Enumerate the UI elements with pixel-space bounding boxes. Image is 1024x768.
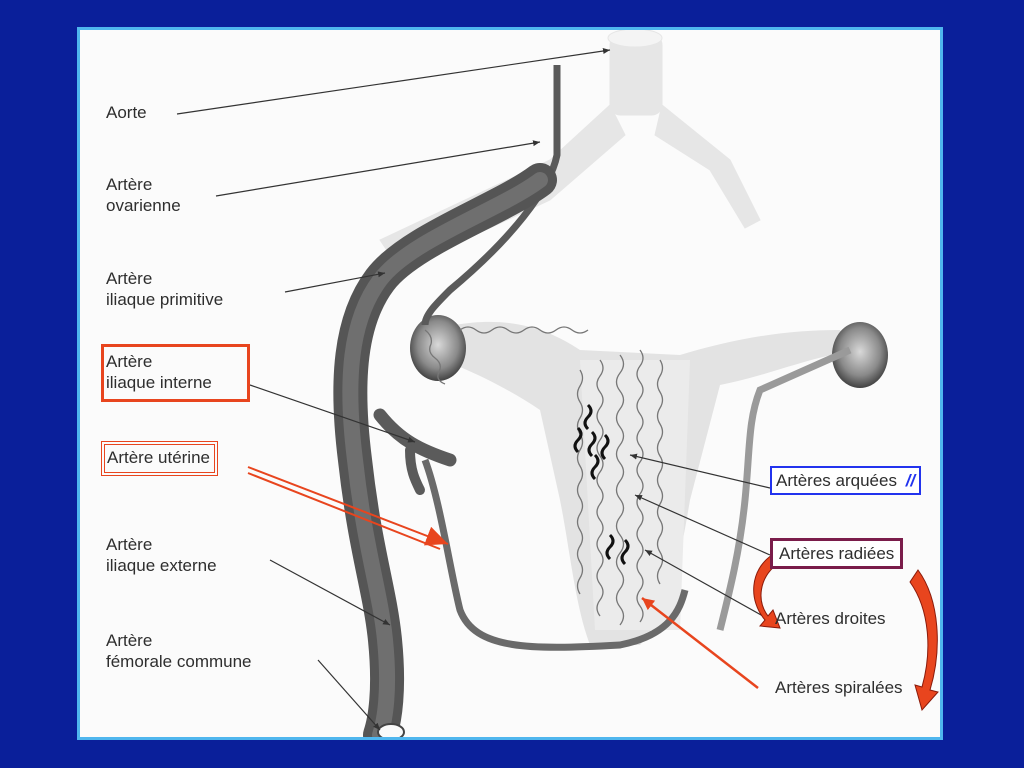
label-droites-text: Artères droites — [775, 608, 886, 629]
diagram-slide: Aorte Artère ovarienne Artère iliaque pr… — [77, 27, 943, 740]
femoral-cut-end — [378, 724, 404, 740]
label-arquees-mark: // — [906, 471, 915, 490]
label-radiees: Artères radiées — [770, 538, 903, 569]
label-iliaque-interne: Artère iliaque interne — [101, 344, 250, 402]
label-iliaque-externe-line2: iliaque externe — [106, 555, 217, 576]
label-iliaque-externe: Artère iliaque externe — [106, 534, 217, 576]
label-spiralees-text: Artères spiralées — [775, 677, 903, 698]
label-spiralees: Artères spiralées — [775, 677, 903, 698]
label-uterine-text: Artère utérine — [107, 447, 210, 468]
label-iliaque-externe-line1: Artère — [106, 534, 217, 555]
label-radiees-text: Artères radiées — [779, 543, 894, 564]
label-femorale-line1: Artère — [106, 630, 252, 651]
label-iliaque-interne-line2: iliaque interne — [106, 372, 241, 393]
label-ovarienne-line1: Artère — [106, 174, 181, 195]
label-droites: Artères droites — [775, 608, 886, 629]
label-ovarienne: Artère ovarienne — [106, 174, 181, 216]
label-aorte: Aorte — [106, 102, 147, 123]
label-iliaque-primitive: Artère iliaque primitive — [106, 268, 223, 310]
label-uterine: Artère utérine — [101, 441, 218, 476]
label-arquees-text: Artères arquées — [776, 471, 897, 490]
label-iliaque-primitive-line2: iliaque primitive — [106, 289, 223, 310]
label-arquees: Artères arquées // — [770, 466, 921, 495]
label-iliaque-primitive-line1: Artère — [106, 268, 223, 289]
label-femorale-line2: fémorale commune — [106, 651, 252, 672]
label-ovarienne-line2: ovarienne — [106, 195, 181, 216]
label-iliaque-interne-line1: Artère — [106, 351, 241, 372]
left-ovary — [410, 315, 466, 381]
label-femorale: Artère fémorale commune — [106, 630, 252, 672]
label-aorte-text: Aorte — [106, 102, 147, 123]
